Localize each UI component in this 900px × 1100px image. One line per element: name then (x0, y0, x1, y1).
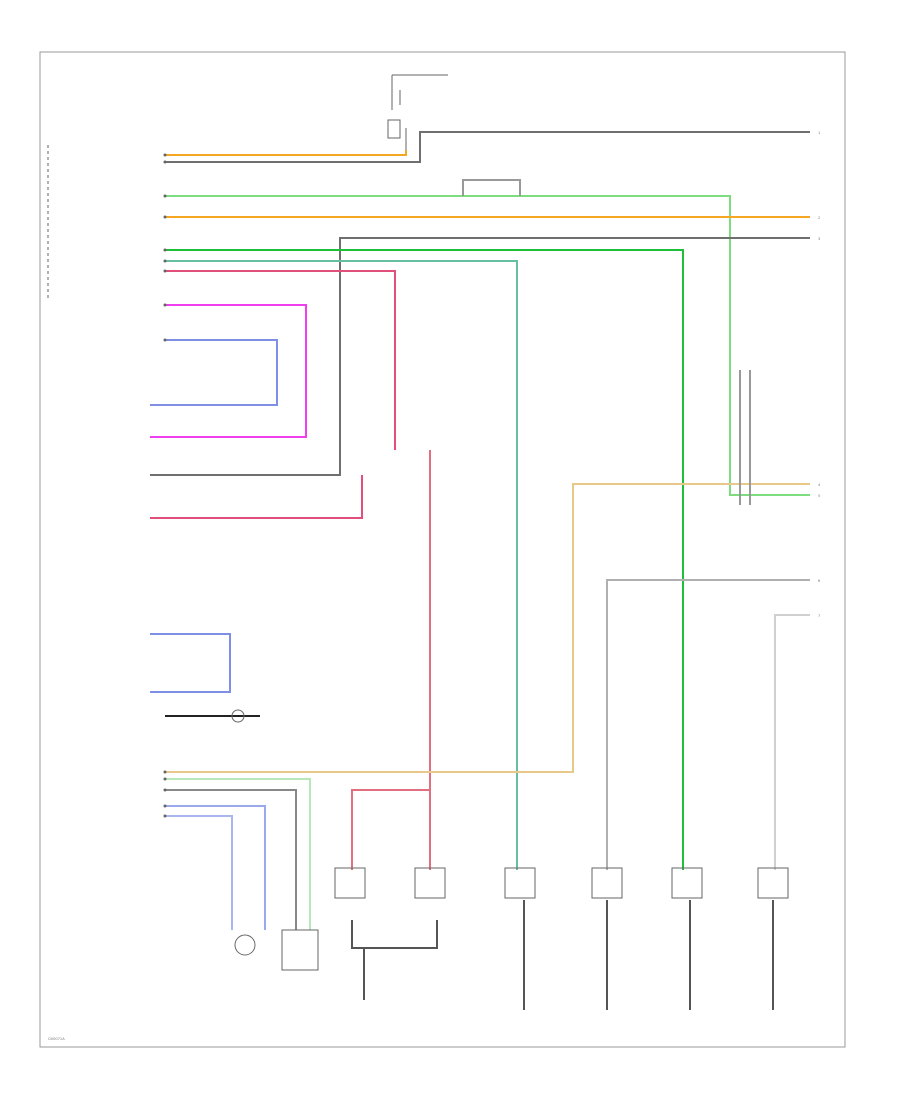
wire-gray-2 (150, 237, 810, 476)
svg-text:7: 7 (818, 614, 820, 618)
sliding-door-switch (281, 929, 319, 971)
wire-pink-2 (150, 475, 363, 519)
right-rear-lamp (757, 867, 789, 899)
wire-teal-1 (165, 260, 518, 870)
wire-red-1 (351, 450, 431, 870)
wire-light-green-2 (165, 778, 311, 930)
svg-text:3: 3 (818, 237, 820, 241)
wire-gray-6 (462, 179, 521, 196)
left-rear-lamp (591, 867, 623, 899)
right-front-door-switch (414, 867, 446, 899)
wire-orange-1 (165, 150, 407, 156)
components (231, 709, 789, 971)
wire-pink-1 (165, 270, 396, 450)
wire-light-green-1 (165, 195, 810, 496)
svg-text:6: 6 (818, 579, 821, 583)
wire-gray-7 (739, 370, 751, 505)
svg-text:4: 4 (818, 483, 821, 487)
wire-green-1 (165, 249, 684, 870)
fuse-block (387, 74, 448, 150)
wire-gray-4 (774, 614, 810, 870)
svg-text:5: 5 (818, 494, 820, 498)
wire-magenta-1 (150, 304, 307, 438)
footer-code: G00071A (48, 1037, 65, 1041)
wire-blue-3 (165, 805, 266, 930)
wires (150, 131, 810, 1010)
left-front-door-switch (334, 867, 366, 899)
wire-blue-2 (150, 633, 231, 693)
left-rear-door-switch (504, 867, 536, 899)
lamp-icon (234, 934, 256, 956)
wire-gray-3 (606, 579, 810, 870)
diagram-frame (39, 51, 846, 1048)
svg-text:1: 1 (818, 131, 820, 135)
wire-gray-top (165, 131, 810, 163)
ground-icon (231, 709, 245, 723)
wire-blue-1 (150, 339, 278, 406)
wire-gray-5 (165, 789, 297, 930)
right-rear-door-switch (671, 867, 703, 899)
wire-tan-1 (165, 483, 810, 773)
wire-blue-4 (165, 815, 233, 930)
wire-black-2 (351, 920, 438, 949)
connector-pins (163, 153, 167, 818)
svg-text:2: 2 (818, 216, 820, 220)
right-connectors: 1 2 3 4 5 6 7 (818, 131, 821, 618)
